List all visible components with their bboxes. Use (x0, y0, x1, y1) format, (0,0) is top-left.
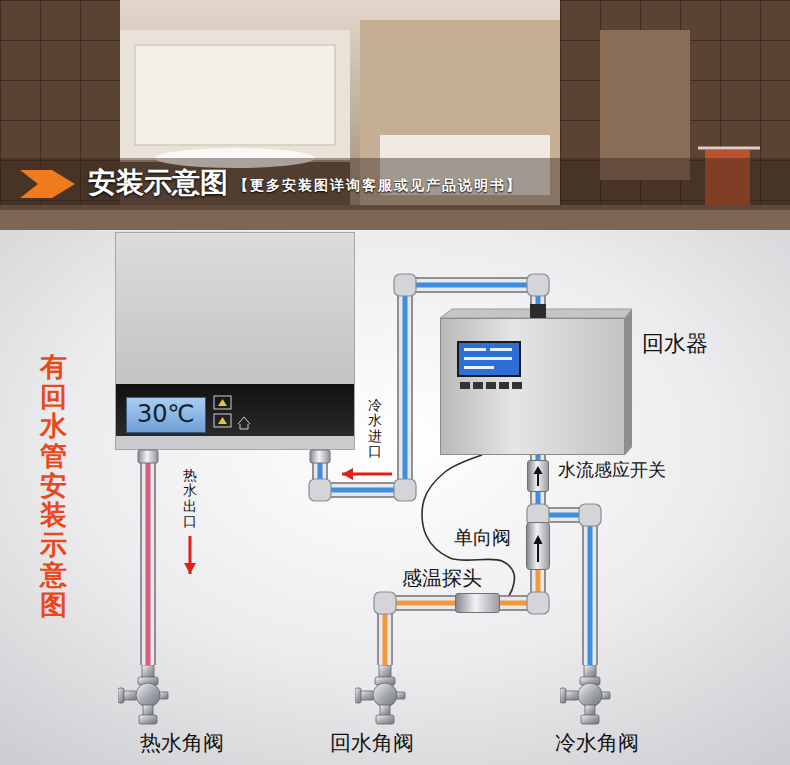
panel-icon (218, 417, 227, 424)
check-valve: 单向阀 (526, 522, 550, 570)
water-pipe (148, 450, 196, 665)
part-label: 水流感应开关 (558, 460, 666, 481)
recirculation-unit: 回水器 (440, 318, 625, 455)
water-pipe (527, 492, 601, 665)
angle-valve: 回水角阀 (355, 665, 415, 725)
unit-button (486, 382, 496, 389)
valve-part (136, 683, 160, 707)
part-label: 回水角阀 (330, 731, 414, 755)
angle-valve: 热水角阀 (118, 665, 178, 725)
valve-part (585, 705, 595, 716)
part-label: 单向阀 (454, 527, 511, 549)
display-reading: 30℃ (126, 397, 206, 433)
unit-outlet (530, 304, 546, 318)
unit-button (460, 382, 470, 389)
pipe-elbow (527, 592, 549, 614)
lcd-segment (464, 366, 494, 369)
valve-part (143, 705, 153, 716)
arrow-head (184, 563, 196, 574)
valve-part (139, 715, 157, 724)
title-band (0, 158, 790, 210)
panel-icon (218, 399, 227, 406)
unit-lcd (458, 342, 520, 376)
towel-rail (698, 147, 760, 150)
angle-valve-shape (355, 665, 415, 725)
valve-part (376, 715, 394, 724)
arrow-head (342, 468, 353, 480)
flow-direction-arrow (537, 472, 539, 486)
valve-part (560, 688, 566, 703)
ground (0, 230, 790, 765)
panel-icon (238, 417, 250, 429)
door (600, 30, 690, 180)
pipe-elbow (394, 274, 416, 296)
flow-switch: 水流感应开关 (527, 460, 549, 492)
pipe-elbow (374, 592, 396, 614)
title-arrow-icon (20, 170, 75, 198)
pipe-nut (310, 450, 330, 463)
wall (120, 30, 350, 160)
pipe-elbow (309, 479, 331, 501)
valve-part (578, 683, 602, 707)
pipe-nut (138, 450, 158, 463)
flow-direction-arrow (534, 466, 543, 474)
unit-side-face (625, 309, 632, 455)
pipe-elbow (394, 479, 416, 501)
lcd-segment (490, 348, 512, 351)
part-label: 热水角阀 (140, 731, 224, 755)
valve-part (581, 715, 599, 724)
valve-part (564, 691, 580, 700)
part-label: 回水器 (642, 331, 708, 356)
pipe-stripe (146, 450, 151, 665)
angle-valve-shape (118, 665, 178, 725)
pipe-elbow (579, 504, 601, 526)
banner-photo (0, 0, 790, 230)
water-heater: 30℃ (115, 232, 355, 450)
unit-button (473, 382, 483, 389)
angle-valve: 冷水角阀 (560, 665, 620, 725)
valve-part (118, 688, 124, 703)
temperature-probe: 感温探头 (455, 593, 500, 613)
flow-direction-arrow (537, 542, 539, 562)
note: 【更多安装图详询客服或见产品说明书】 (234, 177, 522, 193)
side-caption: 有回水管安装示意图 (40, 352, 67, 619)
pipe-label: 冷水进口 (368, 398, 382, 460)
pipe-elbow (527, 274, 549, 296)
part-label: 感温探头 (402, 567, 482, 590)
pipe-outer (140, 450, 156, 665)
panel-button (214, 396, 231, 409)
mirror (135, 45, 335, 145)
lcd-segment (464, 357, 512, 360)
valve-part (380, 705, 390, 716)
unit-button (512, 382, 522, 389)
part-label: 冷水角阀 (555, 731, 639, 755)
pipe-label: 热水出口 (183, 468, 197, 530)
unit-button (499, 382, 509, 389)
angle-valve-shape (560, 665, 620, 725)
valve-part (355, 688, 361, 703)
panel-button (214, 414, 231, 427)
pipe-body (142, 450, 154, 665)
valve-part (122, 691, 138, 700)
lcd-segment (464, 348, 486, 351)
page-title: 安装示意图 (88, 167, 228, 199)
valve-part (373, 683, 397, 707)
flow-direction-arrow (534, 535, 543, 544)
